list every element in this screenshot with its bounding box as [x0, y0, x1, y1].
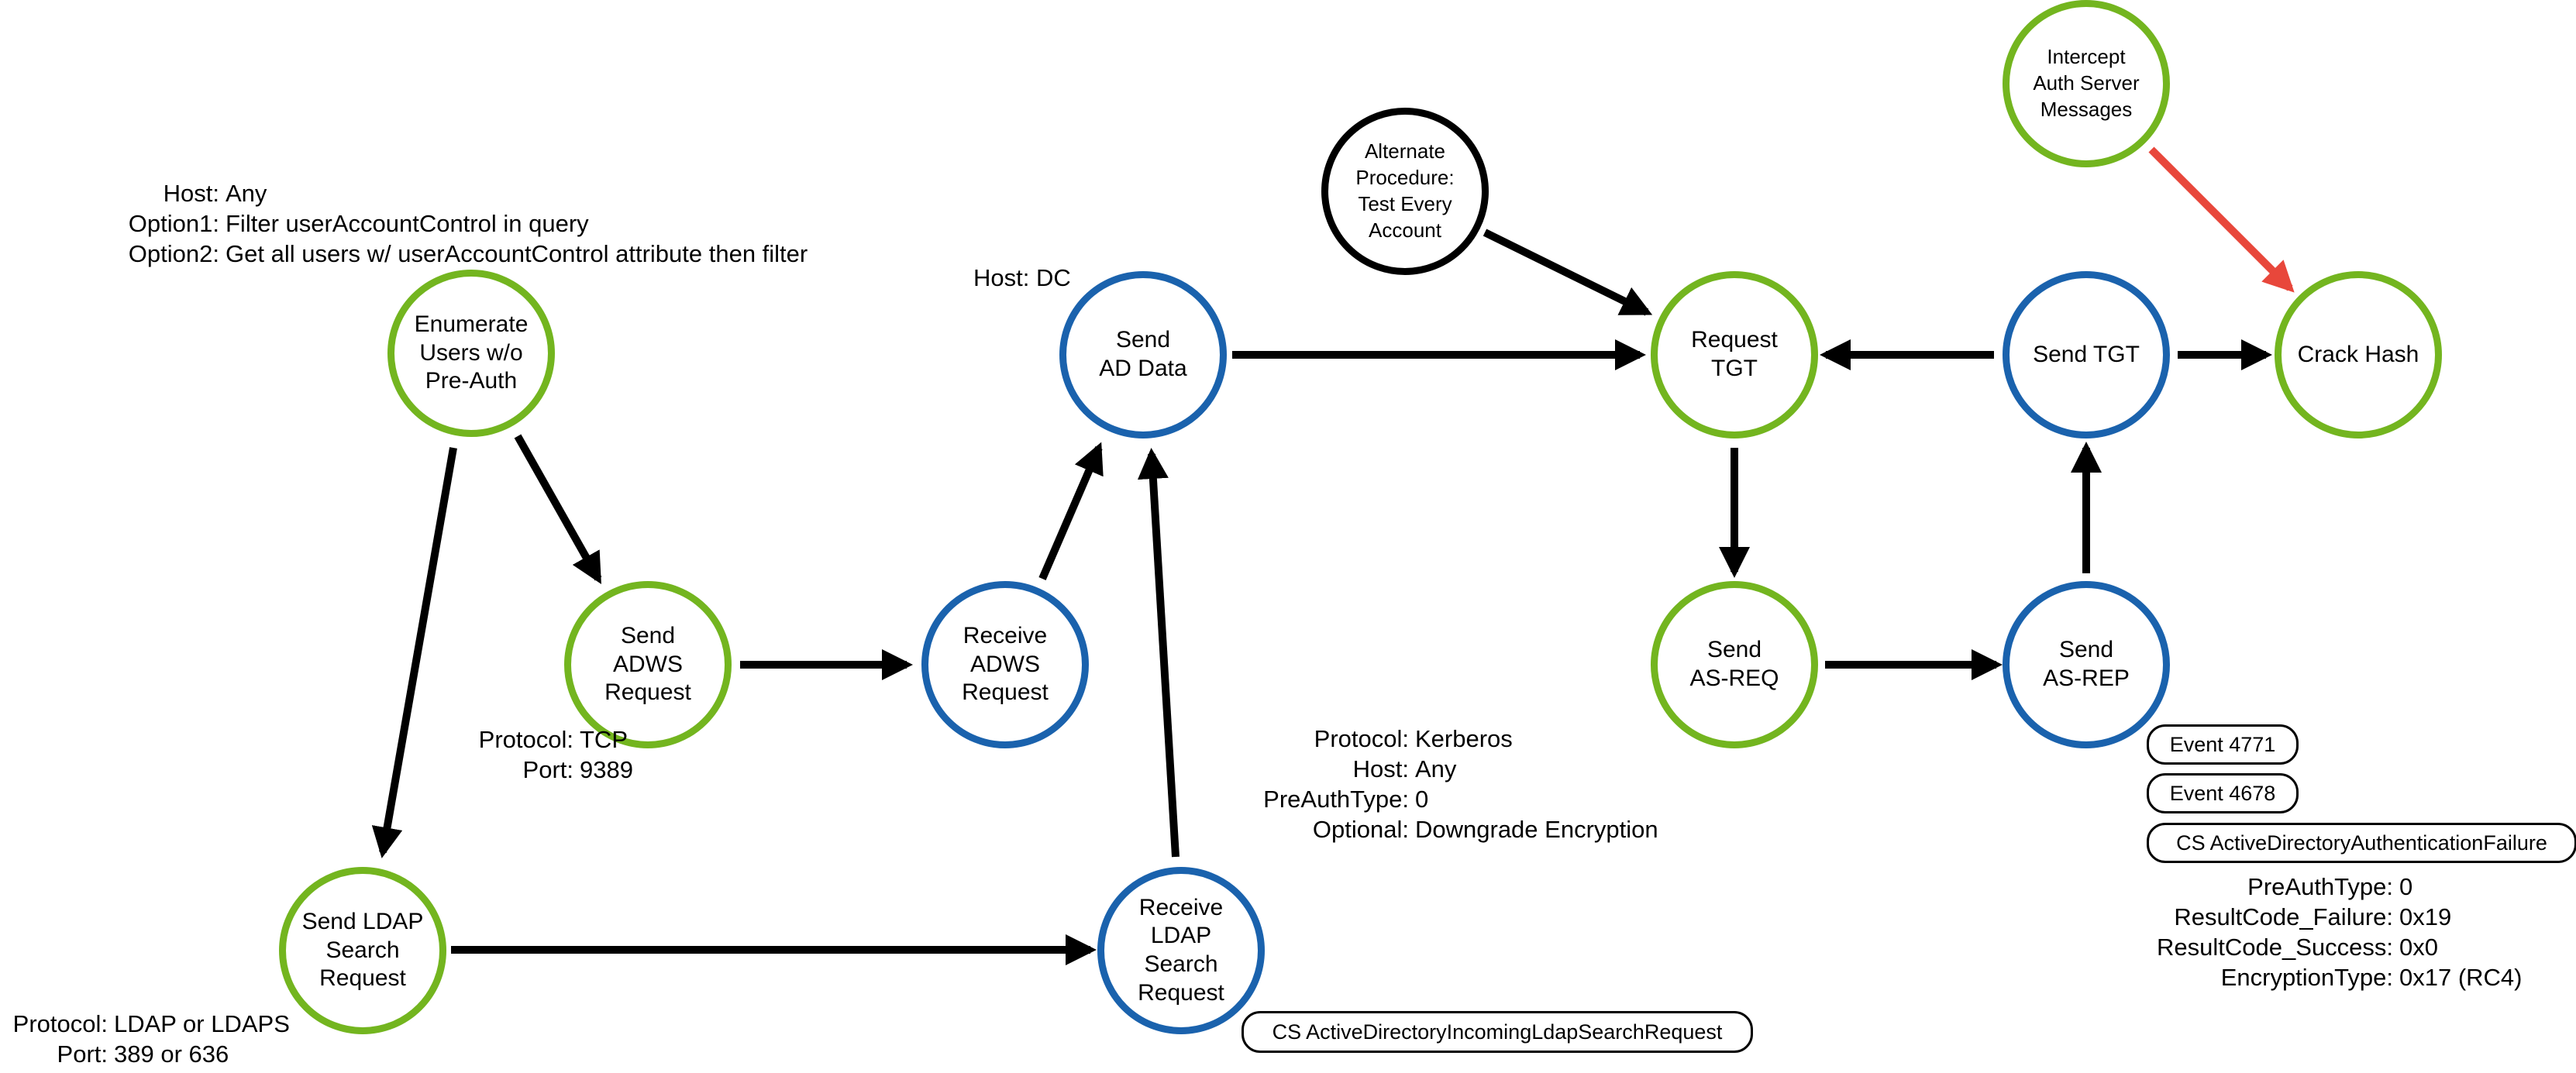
node-intercept-auth-server-messages[interactable]: Intercept Auth Server Messages [2003, 0, 2170, 167]
node-send-tgt-label: Send TGT [2033, 341, 2140, 367]
note-enumerate-host-options: Host: Any Option1: Filter userAccountContr… [119, 178, 808, 269]
edge-alternate-to-request-tgt [1483, 229, 1653, 316]
note-value: Get all users w/ userAccountControl attr… [226, 240, 808, 267]
note-value: 0x19 [2399, 903, 2452, 930]
node-send-ad-data-label: Send AD Data [1099, 327, 1187, 381]
note-key: Protocol: [12, 1010, 108, 1037]
edge-intercept-to-crack-hash [2148, 146, 2295, 293]
node-send-as-req-label: Send AS-REQ [1689, 637, 1779, 691]
event-4771-badge[interactable]: Event 4771 [2147, 724, 2299, 765]
edge-enumerate-to-send-adws [514, 434, 602, 584]
edge-enumerate-to-send-ldap [371, 447, 457, 858]
node-send-as-req[interactable]: Send AS-REQ [1651, 581, 1818, 748]
event-4678-badge[interactable]: Event 4678 [2147, 773, 2299, 813]
note-key: EncryptionType: [2220, 964, 2393, 991]
note-key: ResultCode_Success: [2157, 934, 2393, 961]
note-ldap-protocol-port: Protocol:LDAP or LDAPS Port:389 or 636 [6, 1009, 290, 1069]
node-receive-adws-request[interactable]: Receive ADWS Request [921, 581, 1089, 748]
node-send-as-rep[interactable]: Send AS-REP [2003, 581, 2170, 748]
cs-authentication-failure-badge[interactable]: CS ActiveDirectoryAuthenticationFailure [2147, 823, 2576, 863]
note-key: Protocol: [1314, 725, 1409, 752]
note-key: Port: [57, 1040, 108, 1068]
note-adws-protocol-port: Protocol: TCP Port: 9389 [418, 724, 633, 785]
note-key: Port: [522, 756, 573, 783]
node-send-adws-request-label: Send ADWS Request [604, 623, 691, 706]
note-value: Filter userAccountControl in query [226, 210, 589, 237]
note-value: 0x17 (RC4) [2399, 964, 2523, 991]
note-key: PreAuthType: [2247, 873, 2393, 900]
note-value: TCP [580, 726, 628, 753]
note-key: ResultCode_Failure: [2174, 903, 2393, 930]
node-request-tgt[interactable]: Request TGT [1651, 271, 1818, 438]
note-value: 0 [2399, 873, 2413, 900]
note-key: Optional: [1312, 816, 1409, 843]
note-key: Host: [163, 180, 219, 207]
note-event-result-fields: PreAuthType:0 ResultCode_Failure:0x19 Re… [2147, 872, 2523, 992]
node-intercept-auth-server-messages-label: Intercept Auth Server Messages [2033, 45, 2140, 121]
node-alternate-procedure[interactable]: Alternate Procedure: Test Every Account [1321, 108, 1489, 275]
note-dc-host: Host: DC [973, 264, 1071, 291]
note-value: Any [1415, 755, 1457, 782]
node-crack-hash[interactable]: Crack Hash [2275, 271, 2442, 438]
node-send-adws-request[interactable]: Send ADWS Request [564, 581, 732, 748]
note-key: Protocol: [478, 726, 573, 753]
note-value: Downgrade Encryption [1415, 816, 1658, 843]
note-key: Host: [1352, 755, 1409, 782]
note-value: 0 [1415, 786, 1429, 813]
node-crack-hash-label: Crack Hash [2297, 341, 2419, 367]
node-send-ad-data[interactable]: Send AD Data [1059, 271, 1227, 438]
node-request-tgt-label: Request TGT [1691, 327, 1778, 381]
node-send-tgt[interactable]: Send TGT [2003, 271, 2170, 438]
node-receive-adws-request-label: Receive ADWS Request [962, 623, 1049, 706]
note-key: PreAuthType: [1263, 786, 1409, 813]
node-send-ldap-search-request-label: Send LDAP Search Request [301, 909, 424, 992]
note-key: Option1: [128, 210, 219, 237]
node-send-as-rep-label: Send AS-REP [2043, 637, 2130, 691]
note-value: Any [226, 180, 267, 207]
note-value: 9389 [580, 756, 633, 783]
note-value: Kerberos [1415, 725, 1513, 752]
note-value: LDAP or LDAPS [114, 1010, 290, 1037]
node-receive-ldap-search-request-label: Receive LDAP Search Request [1138, 894, 1224, 1006]
node-enumerate-users[interactable]: Enumerate Users w/o Pre-Auth [387, 270, 555, 437]
note-kerberos-details: Protocol:Kerberos Host:Any PreAuthType:0… [1257, 724, 1658, 844]
note-value: 389 or 636 [114, 1040, 229, 1068]
edge-receive-ldap-to-send-ad-data [1137, 448, 1180, 858]
note-key: Option2: [128, 240, 219, 267]
edge-receive-adws-to-send-ad-data [1038, 442, 1104, 580]
node-receive-ldap-search-request[interactable]: Receive LDAP Search Request [1097, 867, 1265, 1034]
note-value: 0x0 [2399, 934, 2438, 961]
node-enumerate-users-label: Enumerate Users w/o Pre-Auth [414, 311, 529, 394]
node-send-ldap-search-request[interactable]: Send LDAP Search Request [279, 867, 446, 1034]
node-alternate-procedure-label: Alternate Procedure: Test Every Account [1355, 139, 1455, 242]
cs-ldap-search-request-badge[interactable]: CS ActiveDirectoryIncomingLdapSearchRequ… [1242, 1011, 1753, 1053]
